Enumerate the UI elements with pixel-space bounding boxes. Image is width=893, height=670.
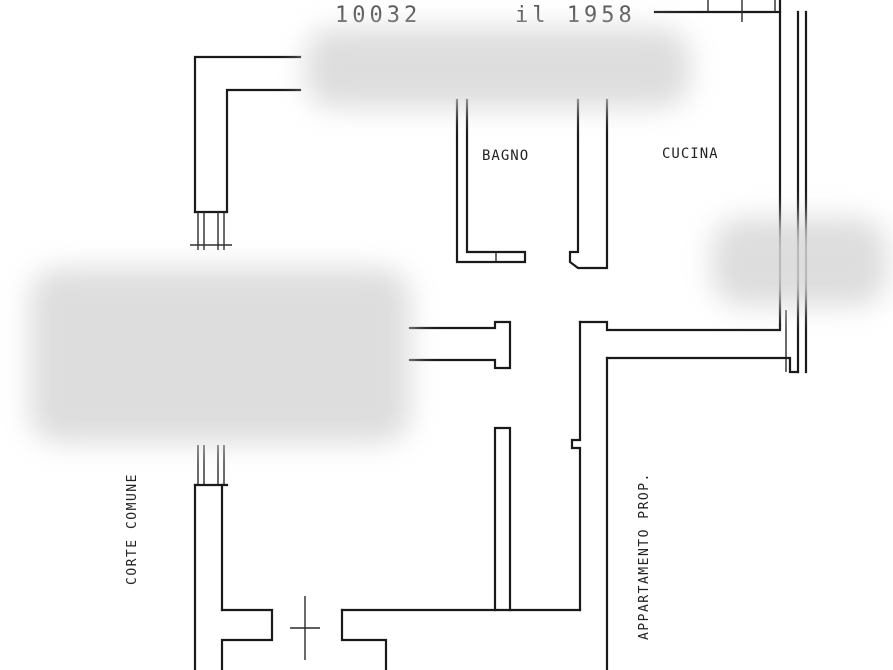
bagno-walls — [455, 98, 609, 270]
top-left-outer-wall — [190, 55, 302, 250]
redaction-left — [30, 268, 410, 443]
left-lower-wall — [193, 445, 229, 670]
side-label-appartamento: APPARTAMENTO PROP. — [637, 472, 652, 640]
lower-inner-wall — [493, 426, 512, 612]
redaction-right — [712, 218, 887, 306]
bottom-wall — [220, 596, 582, 670]
corridor-walls — [408, 320, 800, 670]
side-label-corte-comune: CORTE COMUNE — [125, 473, 140, 585]
header-text-left: 10032 — [335, 3, 421, 28]
header-text-right: il 1958 — [515, 3, 636, 28]
redaction-top — [305, 28, 690, 108]
top-right-structure — [653, 0, 782, 22]
room-label-cucina: CUCINA — [662, 146, 719, 162]
room-label-bagno: BAGNO — [482, 148, 529, 164]
right-outer-wall — [778, 10, 808, 374]
